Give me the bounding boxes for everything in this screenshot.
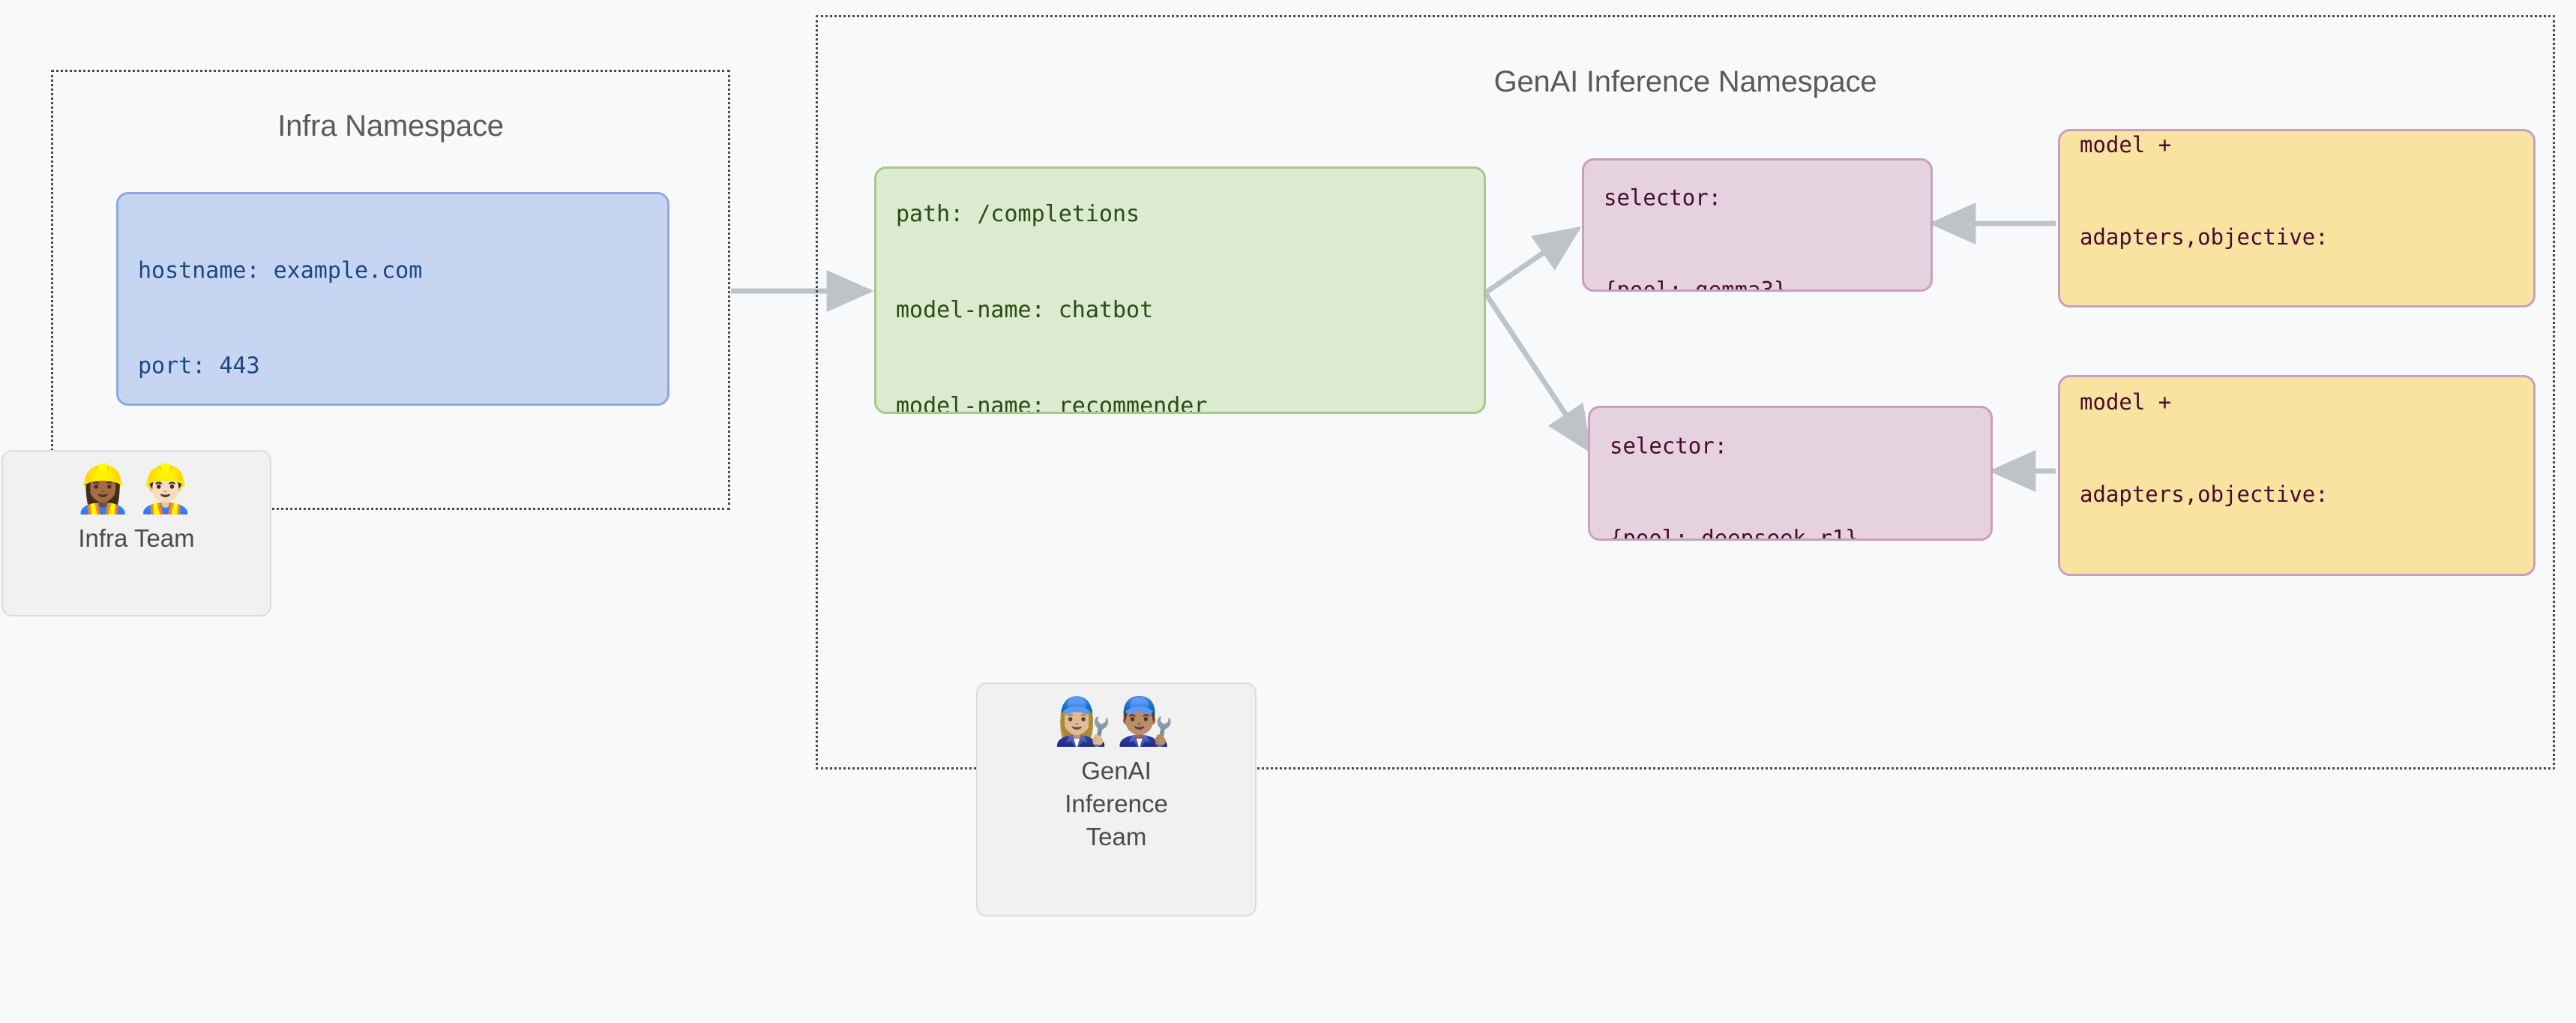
namespace-genai-inference [816, 15, 2555, 770]
gateway-line-hostname: hostname: example.com [138, 257, 423, 284]
card-inference-pool-gemma3-content: InferencePool selector: {pool: gemma3} [1604, 160, 1922, 292]
namespace-infra-title: Infra Namespace [277, 110, 504, 142]
card-gateway[interactable]: Gateway hostname: example.com port: 443 [116, 192, 669, 406]
card-inference-pool-deepseek-r1-content: InferencePool selector: {pool: deepseek-… [1610, 408, 1981, 541]
mechanic-icons: 👩🏼‍🔧👨🏽‍🔧 [1053, 694, 1179, 748]
namespace-genai-inference-title: GenAI Inference Namespace [1493, 65, 1877, 98]
model-chatbot-line-1: model + [2080, 131, 2172, 158]
httproute-line-model-name-1: model-name: chatbot [896, 296, 1154, 323]
card-gateway-content: Gateway hostname: example.com port: 443 [138, 194, 658, 404]
card-inference-pool-gemma3[interactable]: InferencePool selector: {pool: gemma3} [1582, 158, 1933, 292]
model-chatbot-line-2: adapters,objective: [2080, 224, 2329, 250]
card-inference-model-recommender[interactable]: InferenceModel model + adapters,objectiv… [2058, 375, 2536, 576]
team-badge-infra[interactable]: 👷🏾‍♀️👷🏻‍♂️ Infra Team [1, 450, 271, 616]
model-recommender-line-3: {name: recommender} [2080, 572, 2524, 574]
namespace-infra [51, 70, 730, 510]
pool-gemma3-line-value: {pool: gemma3} [1604, 277, 1787, 292]
card-inference-pool-deepseek-r1[interactable]: InferencePool selector: {pool: deepseek-… [1588, 406, 1993, 541]
card-inference-pool-deepseek-r1-lines: selector: {pool: deepseek-r1} [1610, 408, 1981, 541]
construction-worker-icons: 👷🏾‍♀️👷🏻‍♂️ [73, 461, 199, 516]
pool-gemma3-line-selector: selector: [1604, 184, 1722, 211]
team-badge-genai-inference-label: GenAI Inference Team [1065, 757, 1168, 850]
model-recommender-line-2: adapters,objective: [2080, 482, 2329, 508]
card-inference-pool-gemma3-lines: selector: {pool: gemma3} [1604, 160, 1922, 292]
card-inference-model-chatbot[interactable]: InferenceModel model + adapters,objectiv… [2058, 129, 2536, 308]
httproute-line-path: path: /completions [896, 200, 1140, 227]
card-inference-model-chatbot-content: InferenceModel model + adapters,objectiv… [2080, 131, 2524, 305]
card-inference-model-chatbot-lines: model + adapters,objective: {name: chatb… [2080, 131, 2524, 305]
team-badge-genai-inference[interactable]: 👩🏼‍🔧👨🏽‍🔧 GenAI Inference Team [976, 682, 1257, 916]
card-inference-model-recommender-lines: model + adapters,objective: {name: recom… [2080, 377, 2524, 574]
card-gateway-lines: hostname: example.com port: 443 [138, 194, 658, 404]
pool-deepseek-line-selector: selector: [1610, 433, 1728, 459]
pool-deepseek-line-value: {pool: deepseek-r1} [1610, 525, 1859, 541]
card-httproute-content: HTTPRoute path: /completions model-name:… [896, 169, 1475, 414]
gateway-line-port: port: 443 [138, 353, 260, 380]
team-badge-infra-label: Infra Team [78, 524, 195, 553]
model-recommender-line-1: model + [2080, 388, 2172, 415]
card-httproute-lines: path: /completions model-name: chatbot m… [896, 169, 1475, 414]
httproute-line-model-name-2: model-name: recommender [896, 392, 1208, 414]
card-inference-model-recommender-content: InferenceModel model + adapters,objectiv… [2080, 377, 2524, 574]
card-httproute[interactable]: HTTPRoute path: /completions model-name:… [874, 166, 1486, 414]
